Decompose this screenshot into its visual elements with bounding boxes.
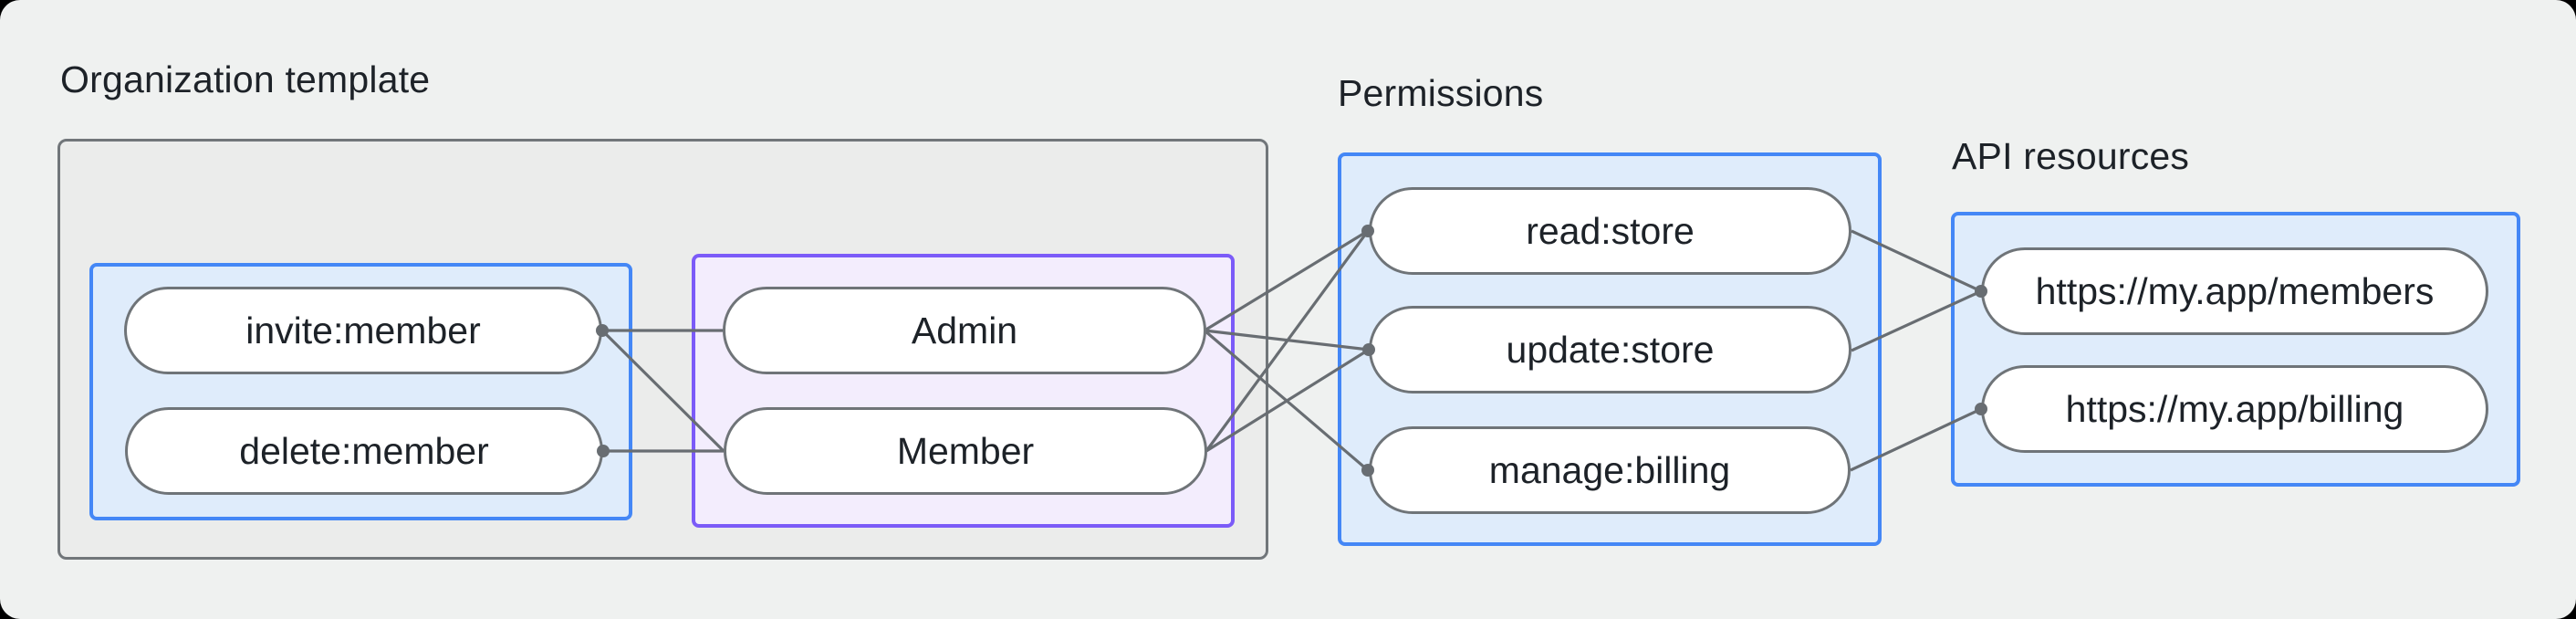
node-delete-member-label: delete:member	[239, 429, 489, 472]
node-invite-member-label: invite:member	[245, 309, 481, 351]
node-update-store: update:store	[1369, 306, 1851, 393]
connector-dot-invite	[596, 324, 609, 337]
node-admin: Admin	[723, 287, 1206, 374]
node-delete-member: delete:member	[125, 407, 603, 495]
node-api-members: https://my.app/members	[1981, 247, 2488, 335]
node-member-label: Member	[896, 429, 1035, 472]
connector-dot-update	[1362, 343, 1375, 356]
node-api-billing: https://my.app/billing	[1981, 365, 2488, 453]
node-member: Member	[724, 407, 1207, 495]
node-admin-label: Admin	[911, 309, 1018, 351]
node-read-store-label: read:store	[1526, 209, 1695, 252]
connector-dot-manage	[1361, 464, 1374, 477]
connector-dot-delete	[597, 445, 610, 457]
node-read-store: read:store	[1369, 187, 1851, 275]
connector-dot-members	[1975, 285, 1987, 298]
connector-dot-read	[1361, 225, 1374, 237]
diagram-title: Organization template	[60, 58, 431, 100]
node-invite-member: invite:member	[124, 287, 602, 374]
node-update-store-label: update:store	[1506, 328, 1715, 371]
node-manage-billing-label: manage:billing	[1488, 448, 1731, 491]
api-resources-label: API resources	[1952, 135, 2190, 177]
connector-dot-billing	[1975, 403, 1987, 415]
permissions-label: Permissions	[1338, 72, 1544, 114]
node-api-billing-label: https://my.app/billing	[2065, 387, 2404, 430]
node-api-members-label: https://my.app/members	[2035, 269, 2435, 312]
node-manage-billing: manage:billing	[1369, 426, 1851, 514]
